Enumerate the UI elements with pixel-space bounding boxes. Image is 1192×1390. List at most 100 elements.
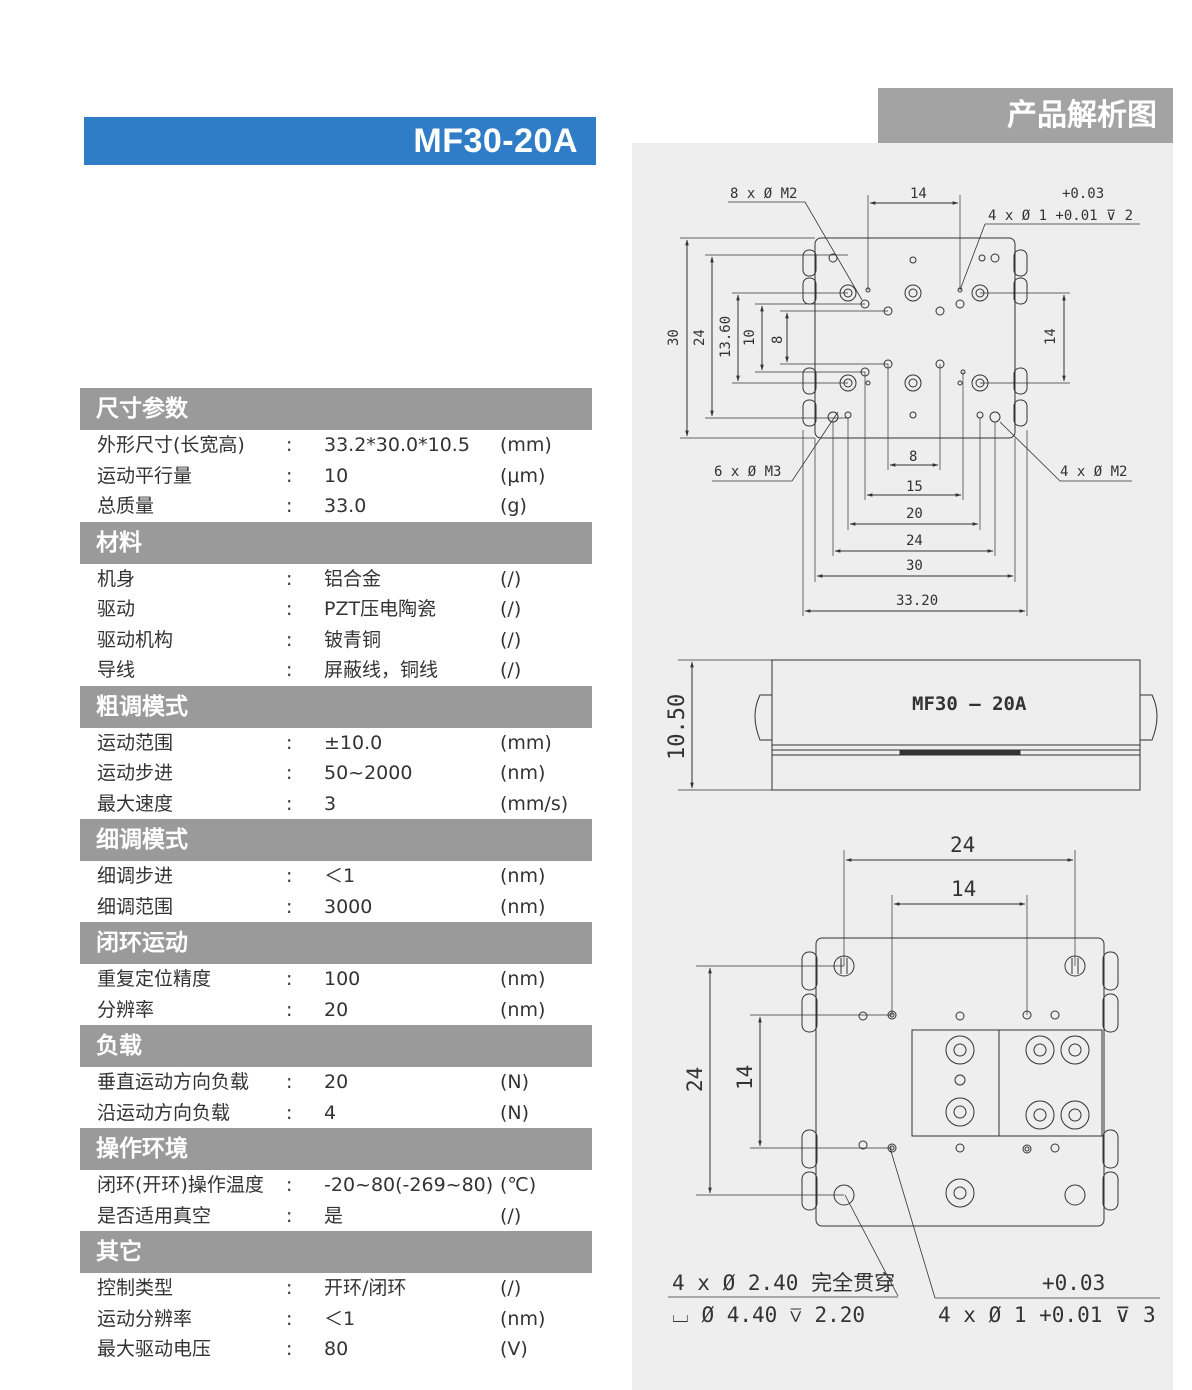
spec-colon: : [286, 865, 293, 887]
spec-colon: : [286, 434, 293, 456]
spec-row: 细调范围:3000(nm) [80, 892, 592, 923]
section-header: 材料 [80, 521, 592, 564]
spec-row: 运动平行量: 10 (μm) [80, 461, 592, 492]
spec-unit: (N) [500, 1101, 530, 1124]
section-header: 负载 [80, 1025, 592, 1067]
spec-row: 细调步进:＜1(nm) [80, 861, 592, 892]
spec-name: 运动平行量 [97, 464, 193, 487]
spec-value: 33.0 [324, 495, 367, 517]
spec-name: 细调范围 [97, 895, 174, 918]
spec-unit: (mm) [500, 731, 552, 754]
side-view-label: MF30 — 20A [912, 693, 1027, 715]
spec-value: 铝合金 [324, 567, 382, 590]
dim-left-30: 30 [666, 329, 682, 346]
dim-bottom-view-24: 24 [950, 833, 975, 857]
dim-right-14: 14 [1043, 328, 1059, 345]
spec-colon: : [286, 628, 293, 651]
spec-value: 33.2*30.0*10.5 [324, 434, 470, 456]
dim-bottom-15: 15 [906, 479, 923, 495]
spec-value: 是 [324, 1204, 344, 1227]
spec-name: 驱动 [97, 598, 136, 620]
spec-unit: (/) [500, 659, 522, 681]
spec-value: 10 [324, 464, 349, 487]
spec-colon: : [286, 567, 293, 590]
spec-name: 是否适用真空 [97, 1204, 212, 1227]
dim-left-8: 8 [770, 336, 786, 344]
spec-row: 运动范围:±10.0(mm) [80, 728, 592, 759]
spec-row: 驱动机构:铍青铜(/) [80, 625, 592, 656]
spec-colon: : [286, 762, 293, 784]
callout-m2-4: 4 x Ø M2 [1060, 464, 1127, 480]
spec-unit: (μm) [500, 464, 546, 487]
spec-colon: : [286, 968, 293, 990]
section-header: 尺寸参数 [80, 388, 592, 430]
spec-colon: : [286, 659, 293, 681]
spec-name: 外形尺寸(长宽高) [97, 434, 245, 456]
dim-bottom-view-14: 14 [951, 877, 976, 901]
spec-unit: (nm) [500, 998, 546, 1021]
spec-unit: (N) [500, 1071, 530, 1093]
dim-bottom-33-20: 33.20 [896, 593, 938, 609]
technical-drawing: 8 x Ø M2 +0.03 4 x Ø 1 +0.01 ⊽ 2 14 6 x … [665, 186, 1160, 1327]
spec-name: 分辨率 [97, 998, 155, 1021]
section-header: 细调模式 [80, 819, 592, 861]
spec-row: 最大速度:3(mm/s) [80, 789, 592, 820]
callout-tolerance-bottom: +0.03 [1042, 1271, 1105, 1295]
spec-unit: (/) [500, 598, 522, 620]
spec-colon: : [286, 1071, 293, 1093]
callout-hole-1: 4 x Ø 1 +0.01 ⊽ 2 [988, 208, 1133, 224]
spec-colon: : [286, 495, 293, 517]
spec-colon: : [286, 998, 293, 1021]
spec-name: 运动范围 [97, 731, 174, 754]
spec-colon: : [286, 464, 293, 487]
spec-name: 控制类型 [97, 1277, 174, 1299]
dim-top-14: 14 [910, 186, 927, 202]
spec-name: 沿运动方向负载 [97, 1101, 231, 1124]
spec-name: 机身 [97, 567, 136, 590]
spec-value: ＜1 [324, 1307, 356, 1330]
spec-row: 分辨率: 20 (nm) [80, 995, 592, 1026]
spec-value: 铍青铜 [324, 628, 382, 651]
spec-unit: (nm) [500, 968, 546, 990]
section-header: 其它 [80, 1231, 592, 1273]
spec-value: 20 [324, 998, 349, 1021]
dim-bottom-8: 8 [909, 449, 917, 465]
spec-value: PZT压电陶瓷 [324, 598, 437, 620]
section-header: 粗调模式 [80, 685, 592, 728]
spec-value: 屏蔽线，铜线 [324, 659, 439, 681]
spec-row: 控制类型:开环/闭环(/) [80, 1273, 592, 1304]
callout-m2-8: 8 x Ø M2 [730, 186, 797, 202]
section-header: 闭环运动 [80, 922, 592, 964]
bottom-view [668, 850, 1160, 1299]
spec-row: 外形尺寸(长宽高):33.2*30.0*10.5(mm) [80, 430, 592, 461]
diagram-panel: 8 x Ø M2 +0.03 4 x Ø 1 +0.01 ⊽ 2 14 6 x … [632, 143, 1173, 1390]
spec-colon: : [286, 792, 293, 815]
dim-bottom-view-left-14: 14 [733, 1065, 757, 1090]
spec-unit: (℃) [500, 1174, 537, 1196]
spec-colon: : [286, 895, 293, 918]
spec-row: 总质量:33.0(g) [80, 491, 592, 522]
dim-bottom-30: 30 [906, 558, 923, 574]
spec-colon: : [286, 1307, 293, 1330]
spec-value: 3000 [324, 895, 373, 918]
callout-tolerance-top: +0.03 [1062, 186, 1104, 202]
callout-m3: 6 x Ø M3 [714, 464, 781, 480]
spec-value: 100 [324, 968, 361, 990]
spec-row: 运动步进:50~2000(nm) [80, 758, 592, 789]
spec-name: 总质量 [97, 495, 155, 517]
spec-unit: (/) [500, 567, 522, 590]
spec-value: 开环/闭环 [324, 1277, 407, 1299]
spec-colon: : [286, 1277, 293, 1299]
spec-row: 导线:屏蔽线，铜线(/) [80, 655, 592, 686]
side-view [678, 659, 1158, 791]
spec-name: 细调步进 [97, 865, 174, 887]
spec-name: 垂直运动方向负载 [97, 1071, 250, 1093]
spec-unit: (/) [500, 1204, 522, 1227]
spec-value: 4 [324, 1101, 337, 1124]
dim-bottom-view-left-24: 24 [683, 1067, 707, 1092]
spec-value: ±10.0 [324, 731, 383, 754]
spec-unit: (V) [500, 1338, 528, 1360]
spec-name: 运动步进 [97, 762, 174, 784]
spec-row: 机身: 铝合金 (/) [80, 564, 592, 595]
spec-unit: (mm/s) [500, 792, 569, 815]
